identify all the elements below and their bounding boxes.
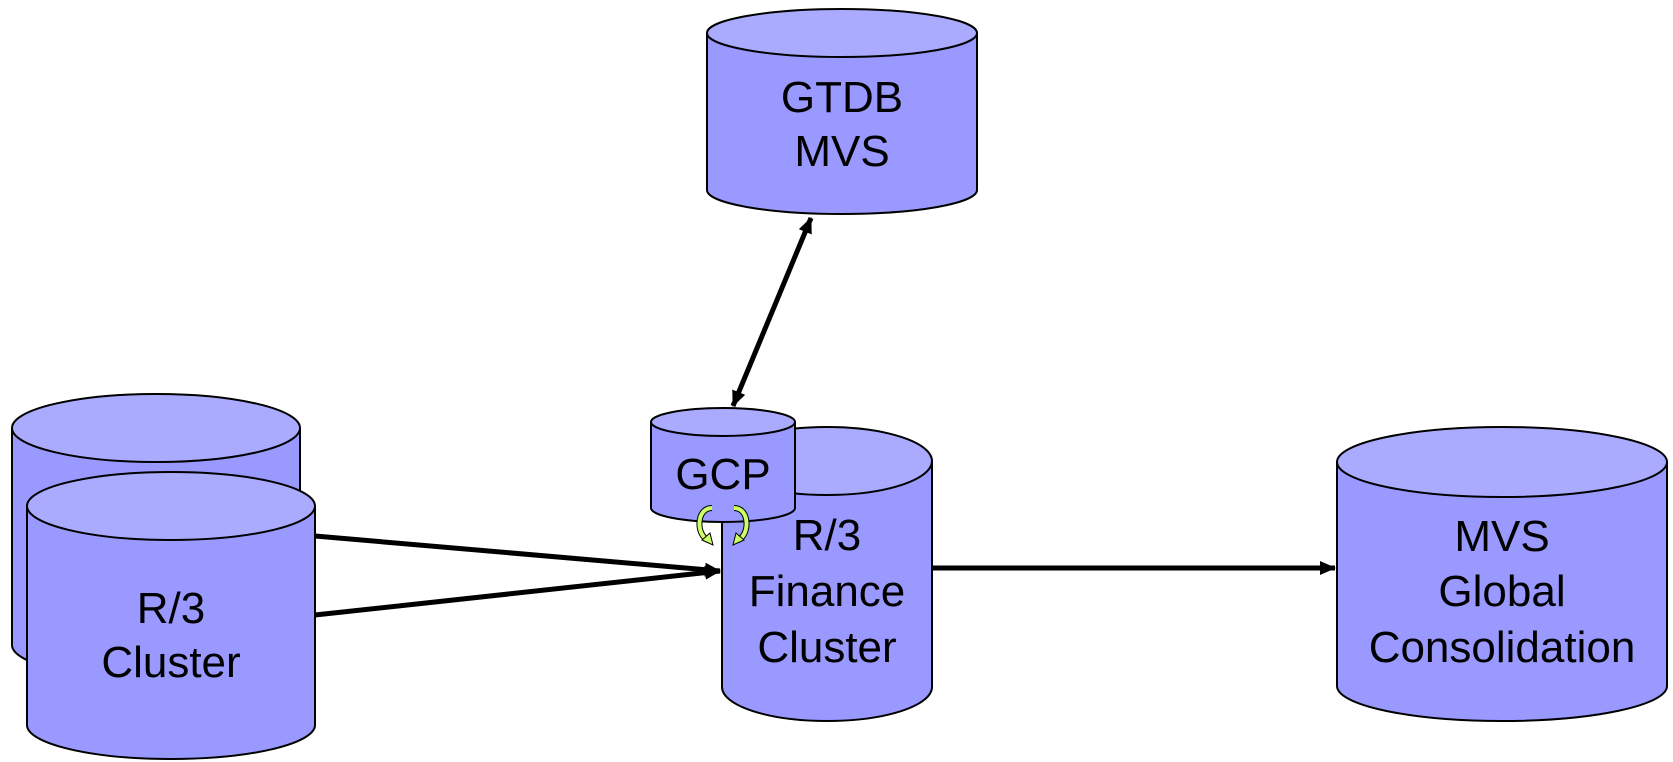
mvs-global-label-1: MVS [1454, 512, 1549, 561]
gtdb-mvs-label: MVS [794, 127, 889, 176]
mvs-global-label-3: Consolidation [1369, 623, 1636, 672]
gcp-label: GCP [675, 450, 770, 499]
r3-cluster-database: R/3 Cluster [26, 471, 316, 760]
r3-finance-cluster-database: R/3 Finance Cluster [721, 426, 933, 722]
gcp-database: GCP [650, 407, 796, 523]
r3-cluster-label-1: R/3 [137, 584, 205, 633]
r3-finance-label-2: Finance [749, 567, 906, 616]
edge-r3-cluster-to-finance-lower [314, 565, 721, 618]
gtdb-mvs-database: GTDB MVS [706, 8, 978, 215]
gtdb-label: GTDB [781, 73, 903, 122]
edge-gcp-gtdb-bidirectional [730, 217, 814, 407]
r3-cluster-label-2: Cluster [101, 638, 240, 687]
edge-r3-cluster-to-finance-upper [314, 533, 721, 577]
r3-finance-label-3: Cluster [757, 623, 896, 672]
mvs-global-consolidation-database: MVS Global Consolidation [1336, 426, 1668, 722]
refresh-sync-icon [696, 505, 750, 546]
mvs-global-label-2: Global [1438, 567, 1565, 616]
r3-finance-label-1: R/3 [793, 511, 861, 560]
